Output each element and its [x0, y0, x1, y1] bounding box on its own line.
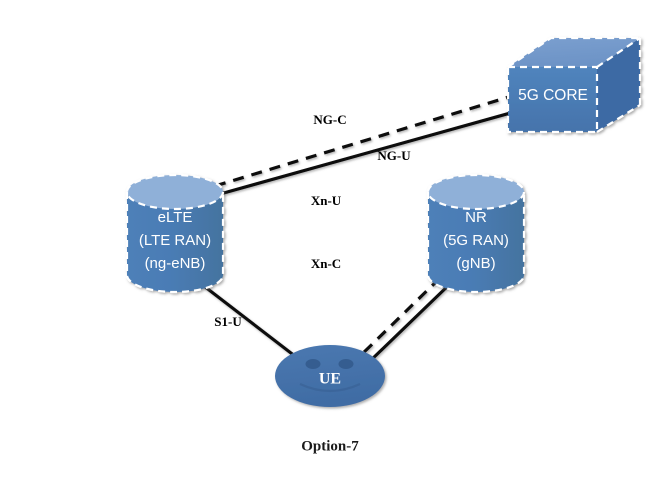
link-s1-u-line	[199, 281, 301, 362]
elte-label-line3: (ng-eNB)	[145, 255, 206, 272]
link-s1-u	[199, 281, 301, 362]
ue-label: UE	[319, 371, 341, 388]
core-cube-top-right-edge	[596, 37, 641, 68]
node-5g-core[interactable]: 5G CORE	[506, 36, 642, 134]
nr-cylinder-top	[428, 175, 524, 209]
link-ng-c-line	[214, 94, 513, 188]
link-nr-ue-dashed-line	[356, 276, 442, 360]
elte-label-line1: eLTE	[158, 209, 193, 226]
ue-smile-icon	[299, 383, 361, 393]
elte-cylinder-top	[127, 175, 223, 209]
nr-label-line2: (5G RAN)	[443, 232, 509, 249]
core-cube-front-outline	[506, 65, 599, 134]
link-label-xn-u: Xn-U	[311, 193, 342, 208]
elte-cylinder-body-outline	[125, 192, 225, 294]
nr-cylinder-body-outline	[426, 192, 526, 294]
link-label-s1-u: S1-U	[214, 314, 242, 329]
node-ue[interactable]: UE	[275, 345, 385, 407]
elte-cylinder-body	[127, 192, 223, 292]
nr-label-line3: (gNB)	[456, 255, 495, 272]
diagram-caption: Option-7	[301, 438, 359, 454]
ue-right-eye-icon	[338, 359, 354, 369]
core-label: 5G CORE	[518, 87, 588, 104]
nr-cylinder-top-outline	[426, 173, 526, 211]
link-nr-ue-dashed	[356, 276, 442, 360]
core-cube-side-face	[597, 38, 640, 132]
nr-label-line1: NR	[465, 209, 487, 226]
link-ng-c	[214, 94, 513, 188]
link-nr-ue-solid	[366, 280, 454, 365]
link-ng-u-line	[212, 110, 515, 198]
elte-label-line2: (LTE RAN)	[139, 232, 211, 249]
link-nr-ue-solid-line	[366, 280, 454, 365]
core-cube-front-face	[508, 67, 597, 132]
link-label-ng-c: NG-C	[313, 112, 346, 127]
node-elte[interactable]: eLTE (LTE RAN) (ng-eNB)	[125, 173, 225, 294]
core-cube-bottom-right-edge	[596, 104, 641, 133]
link-label-ng-u: NG-U	[377, 148, 411, 163]
link-ng-u	[212, 110, 515, 198]
node-nr[interactable]: NR (5G RAN) (gNB)	[426, 173, 526, 294]
ue-ellipse-body	[275, 345, 385, 407]
ue-left-eye-icon	[305, 359, 321, 369]
link-label-xn-c: Xn-C	[311, 256, 341, 271]
core-cube-top-outline	[507, 36, 640, 68]
nr-cylinder-body	[428, 192, 524, 292]
elte-cylinder-top-outline	[125, 173, 225, 211]
